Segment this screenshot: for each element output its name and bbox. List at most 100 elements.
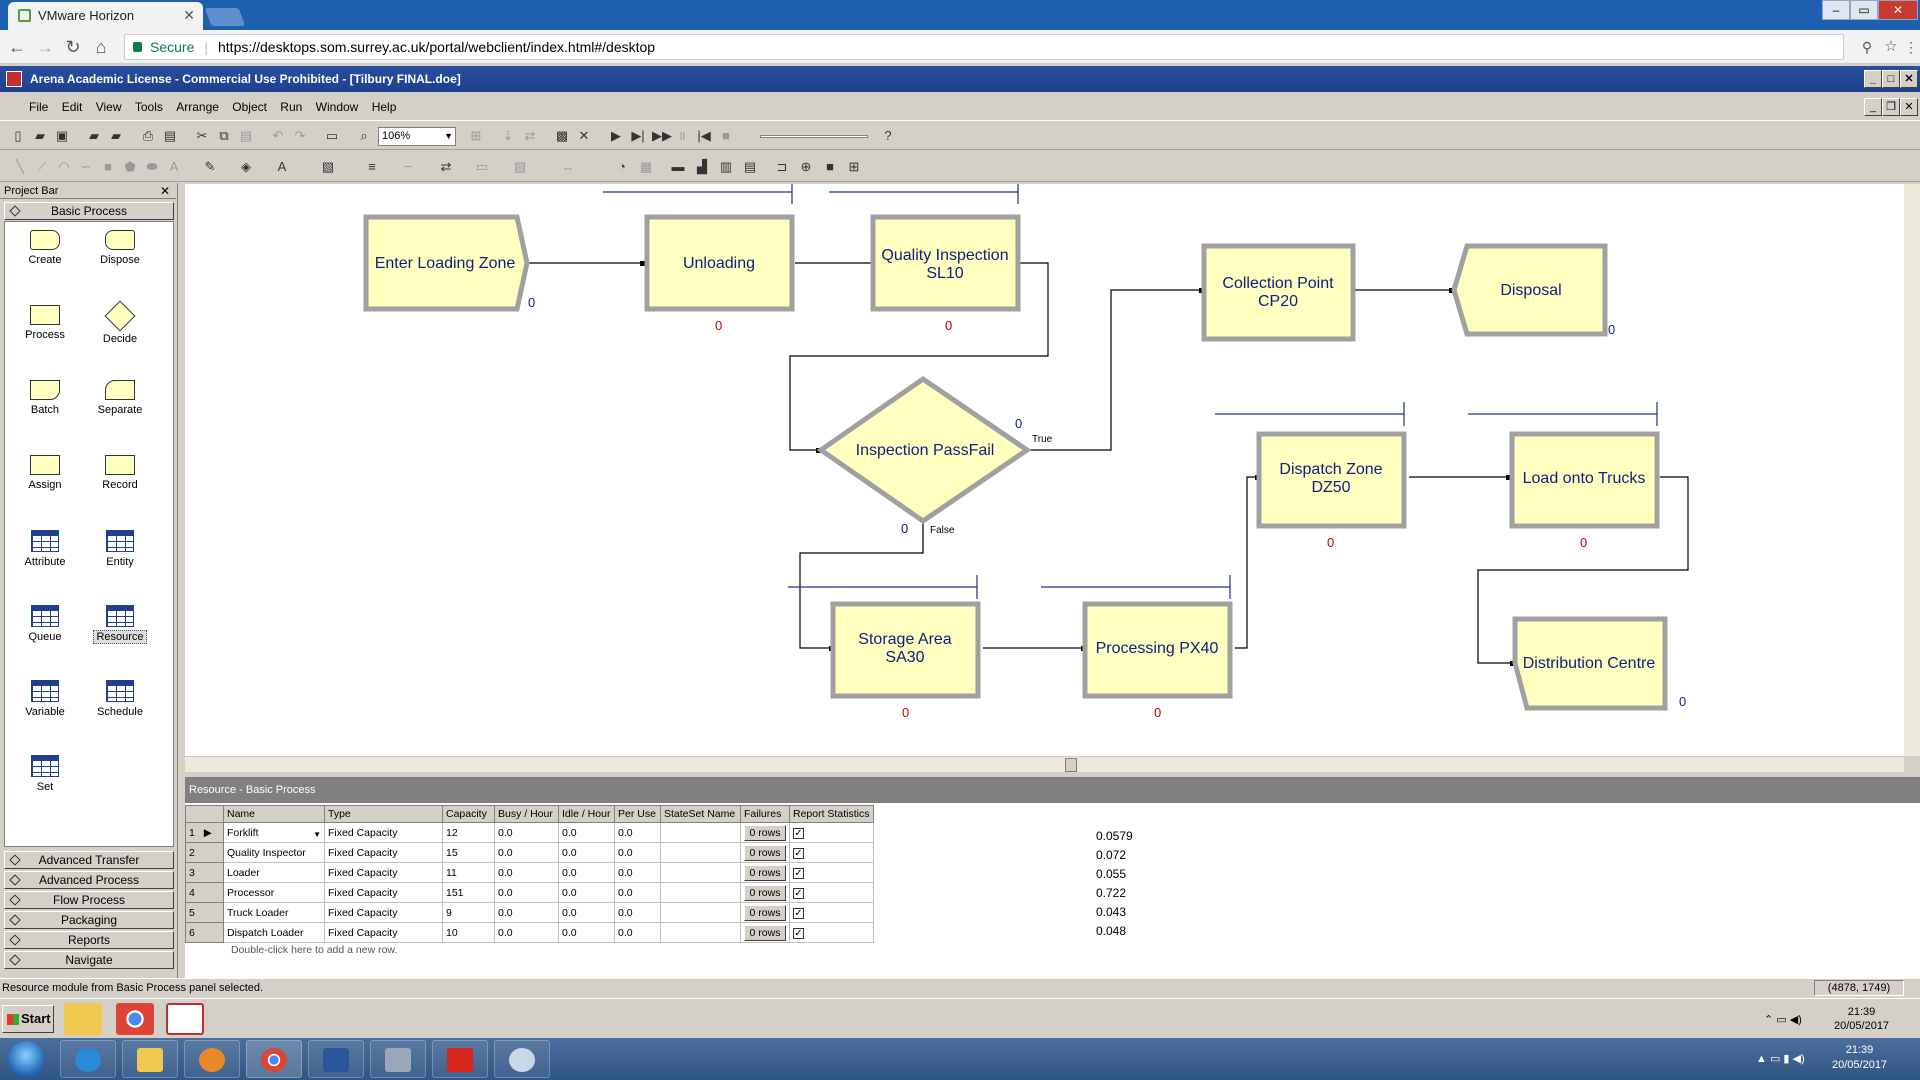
print-preview-icon[interactable]: ▤ <box>163 128 177 143</box>
close-icon[interactable]: ✕ <box>159 184 170 198</box>
panel-packaging[interactable]: Packaging <box>4 911 174 929</box>
table-row[interactable]: 6 Dispatch Loader Fixed Capacity 10 0.0 … <box>185 922 874 943</box>
start-button[interactable]: Start <box>2 1005 54 1033</box>
line-icon[interactable]: ╲ <box>16 159 24 174</box>
address-bar[interactable]: Secure|https://desktops.som.surrey.ac.uk… <box>124 34 1844 60</box>
panel-reports[interactable]: Reports <box>4 931 174 949</box>
failures-button[interactable]: 0 rows <box>744 824 786 841</box>
box-icon[interactable]: ■ <box>104 159 112 174</box>
menu-object[interactable]: Object <box>232 100 267 114</box>
polygon-icon[interactable]: ⬟ <box>124 159 136 174</box>
failures-button[interactable]: 0 rows <box>744 924 786 941</box>
col-idle[interactable]: Idle / Hour <box>558 805 615 823</box>
menu-edit[interactable]: Edit <box>61 100 83 114</box>
pin-icon[interactable]: ⚲ <box>1861 39 1873 55</box>
col-per-use[interactable]: Per Use <box>614 805 661 823</box>
module-process[interactable]: Process <box>10 299 80 359</box>
home-icon[interactable]: ⌂ <box>95 37 107 57</box>
module-separate[interactable]: Separate <box>85 374 155 434</box>
plot-icon[interactable]: ▤ <box>743 159 757 174</box>
report-statistics-checkbox[interactable]: ✓ <box>793 927 804 939</box>
queue-icon[interactable]: ⊐ <box>776 159 788 174</box>
close-window-button[interactable]: ✕ <box>1878 0 1918 20</box>
end-icon[interactable]: ■ <box>722 128 730 143</box>
ellipse-icon[interactable]: ⬬ <box>146 159 158 174</box>
report-statistics-checkbox[interactable]: ✓ <box>793 847 804 859</box>
line-width-icon[interactable]: ≡ <box>368 159 376 174</box>
date-icon[interactable]: ▦ <box>639 159 653 174</box>
template-attach-icon[interactable]: ▰ <box>89 128 99 143</box>
module-processing[interactable]: Processing PX40 <box>1082 601 1233 699</box>
open-icon[interactable]: ▰ <box>35 128 45 143</box>
module-load-onto-trucks[interactable]: Load onto Trucks <box>1509 431 1660 529</box>
chrome-icon[interactable] <box>116 1003 154 1035</box>
cut-icon[interactable]: ✂ <box>196 128 208 143</box>
show-dimensions-icon[interactable]: ↔ <box>561 159 575 174</box>
clock-icon[interactable]: ◔ <box>618 159 626 174</box>
menu-file[interactable]: File <box>29 100 49 114</box>
taskbar-acrobat[interactable] <box>432 1040 488 1078</box>
module-set[interactable]: Set <box>10 749 80 809</box>
menu-window[interactable]: Window <box>315 100 359 114</box>
pause-icon[interactable]: ॥ <box>678 128 686 143</box>
text-color-icon[interactable]: A <box>277 159 287 174</box>
context-help-icon[interactable]: ? <box>884 128 892 143</box>
vertical-scrollbar[interactable] <box>1904 184 1920 756</box>
arena-minimize-button[interactable]: _ <box>1864 70 1882 88</box>
level-icon[interactable]: ▟ <box>697 159 707 174</box>
module-resource[interactable]: Resource <box>85 599 155 659</box>
panel-advanced-process[interactable]: Advanced Process <box>4 871 174 889</box>
bezier-icon[interactable]: ∽ <box>80 159 92 174</box>
close-tab-icon[interactable]: ✕ <box>183 7 195 23</box>
paste-icon[interactable]: ▤ <box>239 128 253 143</box>
module-disposal[interactable]: Disposal <box>1451 243 1608 337</box>
module-entity[interactable]: Entity <box>85 524 155 584</box>
maximize-button[interactable]: ▭ <box>1850 0 1878 20</box>
bookmark-star-icon[interactable]: ☆ <box>1884 38 1898 55</box>
animate-icon[interactable]: ▩ <box>555 128 569 143</box>
module-inspection-passfail[interactable]: Inspection PassFail <box>816 375 1032 525</box>
minimize-button[interactable]: – <box>1822 0 1850 20</box>
doc-minimize-button[interactable]: _ <box>1864 98 1882 116</box>
table-row[interactable]: 5 Truck Loader Fixed Capacity 9 0.0 0.0 … <box>185 902 874 923</box>
report-statistics-checkbox[interactable]: ✓ <box>793 867 804 879</box>
col-failures[interactable]: Failures <box>740 805 790 823</box>
transporter-icon[interactable]: ⊞ <box>848 159 860 174</box>
menu-run[interactable]: Run <box>280 100 303 114</box>
table-row[interactable]: 3 Loader Fixed Capacity 11 0.0 0.0 0.0 0… <box>185 862 874 883</box>
zoom-icon[interactable]: ⌕ <box>360 128 368 143</box>
menu-help[interactable]: Help <box>371 100 397 114</box>
doc-restore-button[interactable]: ❐ <box>1882 98 1900 116</box>
line-color-icon[interactable]: ✎ <box>204 159 216 174</box>
resource-icon[interactable]: ⊕ <box>800 159 812 174</box>
arrow-style-icon[interactable]: ⇄ <box>440 159 452 174</box>
module-batch[interactable]: Batch <box>10 374 80 434</box>
module-create[interactable]: Create <box>10 224 80 284</box>
report-statistics-checkbox[interactable]: ✓ <box>793 887 804 899</box>
browser-tab[interactable]: VMware Horizon ✕ <box>8 2 203 30</box>
save-icon[interactable]: ▣ <box>55 128 69 143</box>
zoom-dropdown[interactable]: 106%▼ <box>378 127 456 146</box>
failures-button[interactable]: 0 rows <box>744 864 786 881</box>
module-distribution-centre[interactable]: Distribution Centre <box>1512 616 1668 711</box>
fast-forward-icon[interactable]: ▶▶ <box>652 128 672 143</box>
module-unloading[interactable]: Unloading <box>644 214 795 312</box>
undo-icon[interactable]: ↶ <box>272 128 284 143</box>
template-detach-icon[interactable]: ▰ <box>111 128 121 143</box>
windows-start-orb[interactable] <box>8 1041 44 1077</box>
table-row[interactable]: 1 ▶ Forklift▼ Fixed Capacity 12 0.0 0.0 … <box>185 822 874 843</box>
animation-speed-slider[interactable] <box>760 135 868 138</box>
taskbar-explorer[interactable] <box>122 1040 178 1078</box>
module-attribute[interactable]: Attribute <box>10 524 80 584</box>
new-icon[interactable]: ▯ <box>14 128 22 143</box>
doc-close-button[interactable]: ✕ <box>1900 98 1918 116</box>
failures-button[interactable]: 0 rows <box>744 844 786 861</box>
submodel-icon[interactable]: ⇄ <box>524 128 536 143</box>
taskbar-paint[interactable] <box>494 1040 550 1078</box>
go-icon[interactable]: ▶ <box>611 128 621 143</box>
panel-navigate[interactable]: Navigate <box>4 951 174 969</box>
menu-view[interactable]: View <box>95 100 122 114</box>
